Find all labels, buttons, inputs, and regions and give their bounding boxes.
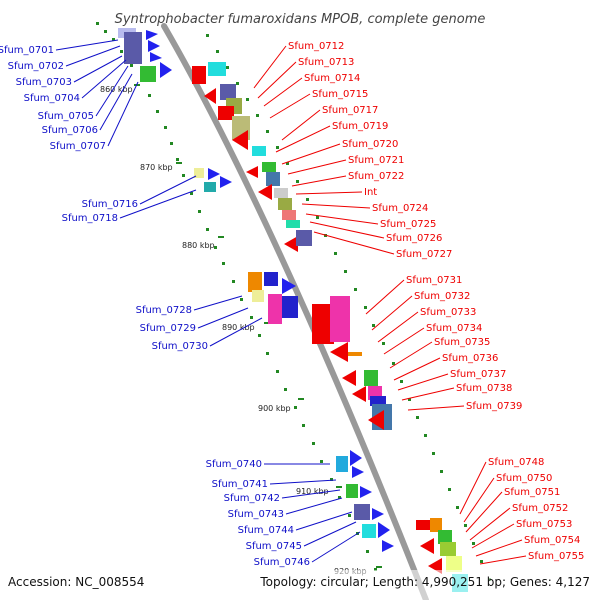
gene-label-left[interactable]: Sfum_0707 <box>50 141 106 152</box>
gene-label-right[interactable]: Sfum_0712 <box>288 41 344 52</box>
gene-label-left[interactable]: Sfum_0744 <box>238 525 294 536</box>
gene-label-right[interactable]: Sfum_0719 <box>332 121 388 132</box>
gene-label-right[interactable]: Sfum_0734 <box>426 323 482 334</box>
gene-label-right[interactable]: Sfum_0737 <box>450 369 506 380</box>
accession-text: Accession: NC_008554 <box>8 575 144 589</box>
gene-label-left[interactable]: Sfum_0716 <box>82 199 138 210</box>
gene-label-left[interactable]: Sfum_0702 <box>8 61 64 72</box>
gene-label-right[interactable]: Sfum_0748 <box>488 457 544 468</box>
gene-label-left[interactable]: Sfum_0728 <box>136 305 192 316</box>
right-gene-labels <box>253 45 527 565</box>
kbp-label: 880 kbp <box>182 241 215 250</box>
map-title: Syntrophobacter fumaroxidans MPOB, compl… <box>115 12 486 27</box>
gene-label-right[interactable]: Int <box>364 187 377 198</box>
kbp-label: 900 kbp <box>258 404 291 413</box>
gene-label-left[interactable]: Sfum_0745 <box>246 541 302 552</box>
gene-label-right[interactable]: Sfum_0722 <box>348 171 404 182</box>
gene-label-right[interactable]: Sfum_0717 <box>322 105 378 116</box>
gene-label-right[interactable]: Sfum_0713 <box>298 57 354 68</box>
kbp-label: 890 kbp <box>222 323 255 332</box>
gene-label-right[interactable]: Sfum_0714 <box>304 73 360 84</box>
gene-label-right[interactable]: Sfum_0751 <box>504 487 560 498</box>
gene-label-left[interactable]: Sfum_0718 <box>62 213 118 224</box>
gene-label-right[interactable]: Sfum_0731 <box>406 275 462 286</box>
gene-label-right[interactable]: Sfum_0738 <box>456 383 512 394</box>
gene-label-right[interactable]: Sfum_0732 <box>414 291 470 302</box>
gene-label-right[interactable]: Sfum_0752 <box>512 503 568 514</box>
gene-label-right[interactable]: Sfum_0725 <box>380 219 436 230</box>
gene-label-left[interactable]: Sfum_0705 <box>38 111 94 122</box>
gene-label-right[interactable]: Sfum_0721 <box>348 155 404 166</box>
gene-label-left[interactable]: Sfum_0743 <box>228 509 284 520</box>
gene-label-right[interactable]: Sfum_0750 <box>496 473 552 484</box>
kbp-label: 870 kbp <box>140 163 173 172</box>
gene-label-right[interactable]: Sfum_0735 <box>434 337 490 348</box>
gene-label-left[interactable]: Sfum_0740 <box>206 459 262 470</box>
gene-label-left[interactable]: Sfum_0704 <box>24 93 80 104</box>
gene-label-left[interactable]: Sfum_0741 <box>212 479 268 490</box>
gene-label-left[interactable]: Sfum_0730 <box>152 341 208 352</box>
gene-label-left[interactable]: Sfum_0729 <box>140 323 196 334</box>
gene-label-right[interactable]: Sfum_0733 <box>420 307 476 318</box>
gene-label-right[interactable]: Sfum_0726 <box>386 233 442 244</box>
left-gene-labels <box>55 39 361 563</box>
gene-label-right[interactable]: Sfum_0739 <box>466 401 522 412</box>
gene-label-right[interactable]: Sfum_0727 <box>396 249 452 260</box>
gene-label-left[interactable]: Sfum_0746 <box>254 557 310 568</box>
gene-label-right[interactable]: Sfum_0753 <box>516 519 572 530</box>
gene-label-left[interactable]: Sfum_0742 <box>224 493 280 504</box>
left-genes <box>118 28 394 552</box>
gene-label-right[interactable]: Sfum_0715 <box>312 89 368 100</box>
topology-text: Topology: circular; Length: 4,990,251 bp… <box>259 575 590 589</box>
gene-label-right[interactable]: Sfum_0720 <box>342 139 398 150</box>
gene-label-left[interactable]: Sfum_0701 <box>0 45 54 56</box>
gene-label-right[interactable]: Sfum_0736 <box>442 353 498 364</box>
gene-label-right[interactable]: Sfum_0754 <box>524 535 580 546</box>
kbp-label: 860 kbp <box>100 85 133 94</box>
kbp-label: 910 kbp <box>296 487 329 496</box>
left-tick-row <box>96 22 377 571</box>
gene-label-right[interactable]: Sfum_0755 <box>528 551 584 562</box>
gene-label-right[interactable]: Sfum_0724 <box>372 203 428 214</box>
gene-label-left[interactable]: Sfum_0706 <box>42 125 98 136</box>
gene-label-left[interactable]: Sfum_0703 <box>16 77 72 88</box>
right-genes <box>192 62 468 592</box>
